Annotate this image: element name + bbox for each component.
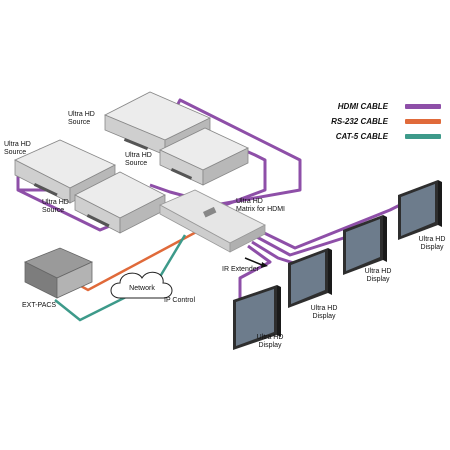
- ir-extender-icon: [244, 257, 268, 268]
- display-label-3-line2: Display: [312, 313, 336, 320]
- display-label-2-line1: Ultra HD: [364, 268, 392, 275]
- source-label-1: Ultra HD Source: [68, 111, 95, 127]
- display-label-4-line1: Ultra HD: [256, 334, 284, 341]
- source-label-1-line2: Source: [68, 119, 91, 126]
- source-device-3: [159, 127, 249, 186]
- legend-rs232-swatch: [405, 119, 441, 124]
- display-label-1-line1: Ultra HD: [418, 236, 446, 243]
- source-label-3-line1: Ultra HD: [125, 152, 152, 159]
- source-label-2-line1: Ultra HD: [4, 141, 31, 148]
- legend-cat5-label: CAT-5 CABLE: [335, 132, 388, 141]
- source-label-4-line1: Ultra HD: [42, 199, 69, 206]
- source-device-4: [74, 171, 166, 234]
- cable-matrix-display4: [238, 244, 272, 300]
- matrix-device: [159, 189, 266, 253]
- matrix-label-line1: Ultra HD: [236, 198, 263, 205]
- source-label-3-line2: Source: [125, 160, 148, 167]
- legend-hdmi-swatch: [405, 104, 441, 109]
- ir-extender-label: IR Extender: [222, 266, 259, 273]
- display-label-3-line1: Ultra HD: [310, 305, 338, 312]
- display-4: [233, 285, 281, 350]
- display-label-2: Ultra HD Display: [358, 268, 398, 284]
- legend-cat5-swatch: [405, 134, 441, 139]
- ext-pacs-label: EXT-PACS: [22, 302, 57, 309]
- source-label-2: Ultra HD Source: [4, 141, 31, 157]
- cable-matrix-display2: [254, 234, 351, 257]
- display-label-4: Ultra HD Display: [250, 334, 290, 350]
- ext-pacs-device: [24, 247, 93, 299]
- display-label-1-line2: Display: [420, 244, 444, 251]
- display-2: [343, 215, 387, 275]
- source-label-4: Ultra HD Source: [42, 199, 69, 215]
- display-3: [288, 248, 332, 308]
- cable-matrix-display1: [257, 203, 401, 250]
- network-label: Network: [129, 285, 155, 292]
- source-label-3: Ultra HD Source: [125, 152, 152, 168]
- display-label-3: Ultra HD Display: [304, 305, 344, 321]
- legend-rs232-label: RS-232 CABLE: [331, 117, 388, 126]
- network-cloud: [110, 271, 173, 299]
- display-label-1: Ultra HD Display: [412, 236, 450, 252]
- source-label-1-line1: Ultra HD: [68, 111, 95, 118]
- source-label-2-line2: Source: [4, 149, 27, 156]
- display-1: [398, 180, 442, 240]
- ip-control-label: IP Control: [164, 297, 195, 304]
- display-label-2-line2: Display: [366, 276, 390, 283]
- source-label-4-line2: Source: [42, 207, 65, 214]
- display-label-4-line2: Display: [258, 342, 282, 349]
- matrix-label-line2: Matrix for HDMI: [236, 206, 285, 213]
- legend-hdmi-label: HDMI CABLE: [337, 102, 388, 111]
- matrix-label: Ultra HD Matrix for HDMI: [236, 198, 285, 214]
